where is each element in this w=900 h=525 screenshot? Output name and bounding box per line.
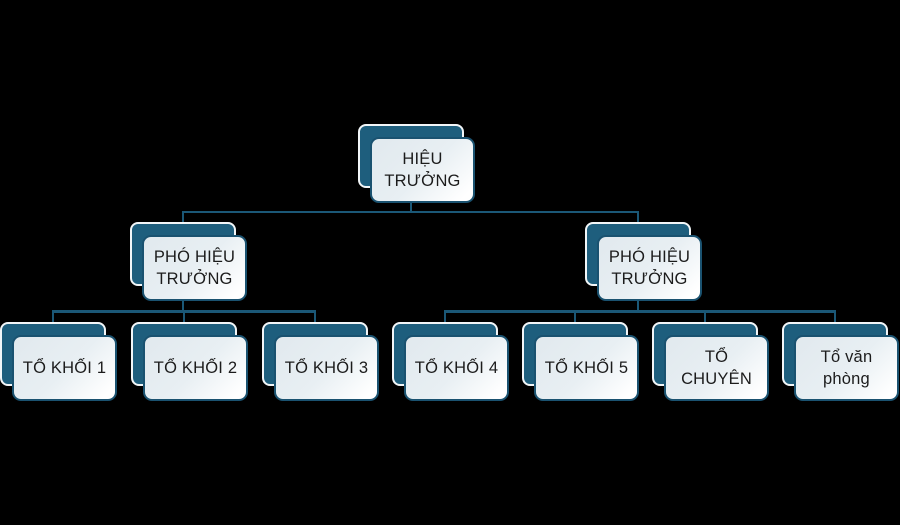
node-label: HIỆU TRƯỞNG <box>384 150 461 190</box>
node-label: TỔ KHỐI 4 <box>414 359 499 377</box>
connector-vice-left-out <box>181 294 185 311</box>
node-label: TỔ CHUYÊN <box>681 348 752 388</box>
node-box: TỔ KHỐI 5 <box>534 335 639 401</box>
node-box: PHÓ HIỆU TRƯỞNG <box>597 235 702 301</box>
org-node-to-khoi-1[interactable]: TỔ KHỐI 1 <box>0 322 118 401</box>
node-label: TỔ KHỐI 5 <box>544 359 629 377</box>
node-box: TỔ KHỐI 1 <box>12 335 117 401</box>
org-node-pho-hieu-truong-left[interactable]: PHÓ HIỆU TRƯỞNG <box>130 222 248 301</box>
node-box: HIỆU TRƯỞNG <box>370 137 475 203</box>
connector-rail-right-group <box>443 310 837 313</box>
org-node-pho-hieu-truong-right[interactable]: PHÓ HIỆU TRƯỞNG <box>585 222 703 301</box>
org-node-to-khoi-2[interactable]: TỔ KHỐI 2 <box>131 322 249 401</box>
node-box: Tổ văn phòng <box>794 335 899 401</box>
connector-drop-group4 <box>443 312 447 325</box>
node-box: TỔ KHỐI 2 <box>143 335 248 401</box>
connector-drop-group2 <box>182 312 186 325</box>
connector-drop-chuyen <box>703 312 707 325</box>
node-label: TỔ KHỐI 3 <box>284 359 369 377</box>
connector-drop-group1 <box>51 312 55 325</box>
connector-rail-level1 <box>181 210 640 214</box>
org-node-to-khoi-4[interactable]: TỔ KHỐI 4 <box>392 322 510 401</box>
node-box: TỔ CHUYÊN <box>664 335 769 401</box>
node-label: PHÓ HIỆU TRƯỞNG <box>153 248 236 288</box>
node-label: TỔ KHỐI 2 <box>153 359 238 377</box>
node-box: PHÓ HIỆU TRƯỞNG <box>142 235 247 301</box>
node-label: PHÓ HIỆU TRƯỞNG <box>608 248 691 288</box>
org-node-to-van-phong[interactable]: Tổ văn phòng <box>782 322 900 401</box>
node-box: TỔ KHỐI 3 <box>274 335 379 401</box>
connector-root-down <box>409 197 413 213</box>
org-node-to-chuyen[interactable]: TỔ CHUYÊN <box>652 322 770 401</box>
connector-drop-vanphong <box>833 312 837 325</box>
org-node-hieu-truong[interactable]: HIỆU TRƯỞNG <box>358 124 476 203</box>
connector-drop-group3 <box>313 312 317 325</box>
org-node-to-khoi-5[interactable]: TỔ KHỐI 5 <box>522 322 640 401</box>
node-label: Tổ văn phòng <box>820 348 873 388</box>
connector-rail-left-group <box>51 310 317 313</box>
connector-vice-right-in <box>636 212 640 225</box>
node-box: TỔ KHỐI 4 <box>404 335 509 401</box>
node-label: TỔ KHỐI 1 <box>22 359 107 377</box>
connector-vice-left-in <box>181 212 185 225</box>
connector-drop-group5 <box>573 312 577 325</box>
connector-vice-right-out <box>636 294 640 311</box>
org-node-to-khoi-3[interactable]: TỔ KHỐI 3 <box>262 322 380 401</box>
